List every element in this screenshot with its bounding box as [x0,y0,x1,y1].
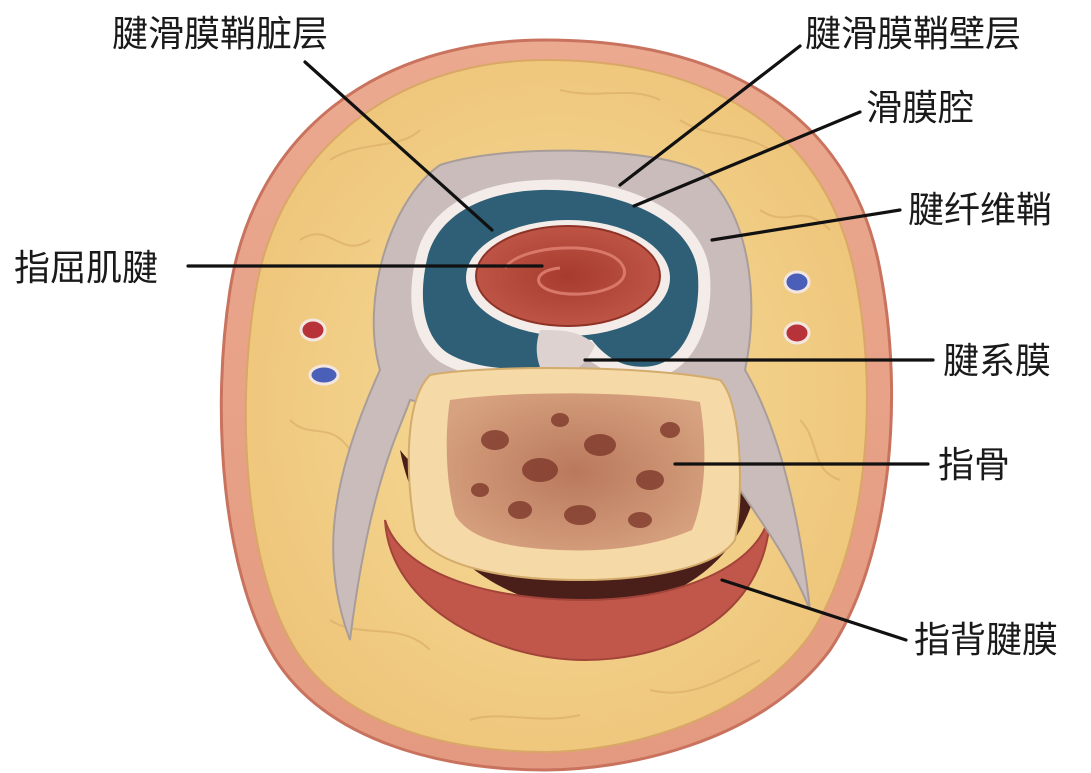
vein-left [310,366,338,384]
artery-left [301,320,325,340]
label-flexor-tendon: 指屈肌腱 [14,248,158,289]
label-mesotendon: 腱系膜 [943,341,1051,382]
label-parietal-layer: 腱滑膜鞘壁层 [805,14,1021,55]
vein-right [785,272,809,292]
label-fibrous-sheath: 腱纤维鞘 [908,190,1052,231]
artery-right [785,323,809,343]
label-synovial-cavity: 滑膜腔 [866,88,974,129]
label-extensor-hood: 指背腱膜 [914,620,1058,661]
bone-marrow-shape [447,393,705,550]
flexor-tendon-shape [476,226,660,326]
label-phalanx: 指骨 [938,445,1010,486]
label-visceral-layer: 腱滑膜鞘脏层 [112,14,328,55]
